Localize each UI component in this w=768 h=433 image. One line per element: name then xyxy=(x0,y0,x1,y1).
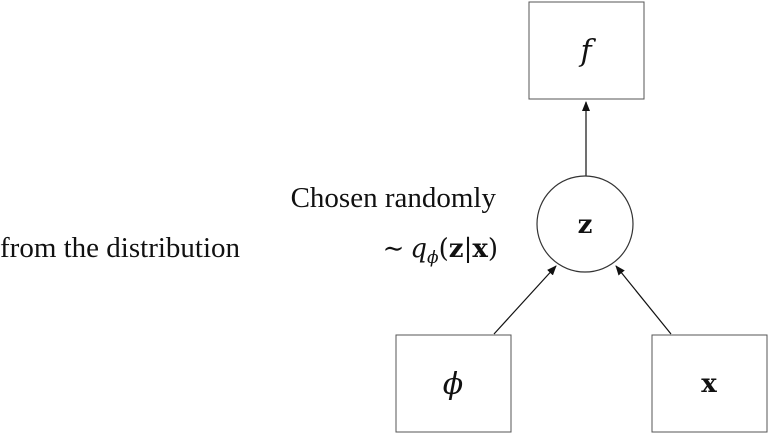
formula-open-paren: ( xyxy=(439,234,449,264)
formula-bar: | xyxy=(464,234,473,264)
formula-z: z xyxy=(449,234,464,264)
annotation-line-1: Chosen randomly xyxy=(291,182,497,214)
formula-x: x xyxy=(472,234,488,264)
edge-phi-to-z xyxy=(493,265,557,335)
node-z-circle xyxy=(536,175,634,273)
node-f-box xyxy=(528,1,645,100)
formula-q: q xyxy=(410,234,427,264)
node-x: x xyxy=(651,334,768,433)
node-z: z xyxy=(536,175,634,273)
node-x-box xyxy=(651,334,768,433)
node-phi-label: ϕ xyxy=(443,367,463,402)
node-z-label: z xyxy=(578,210,593,240)
annotation-formula: ∼qϕ(z|x) xyxy=(383,234,498,268)
annotation-line-2: from the distribution ∼qϕ(z|x) xyxy=(0,232,498,268)
node-phi: ϕ xyxy=(395,334,512,433)
edge-x-to-z xyxy=(615,265,672,335)
formula-subscript-phi: ϕ xyxy=(427,248,439,268)
annotation-line-2-text: from the distribution xyxy=(0,232,241,264)
formula-close-paren: ) xyxy=(488,234,498,264)
node-phi-box xyxy=(395,334,512,433)
formula-tilde: ∼ xyxy=(383,234,405,264)
node-f: f xyxy=(528,1,645,100)
node-x-label: x xyxy=(701,369,717,399)
